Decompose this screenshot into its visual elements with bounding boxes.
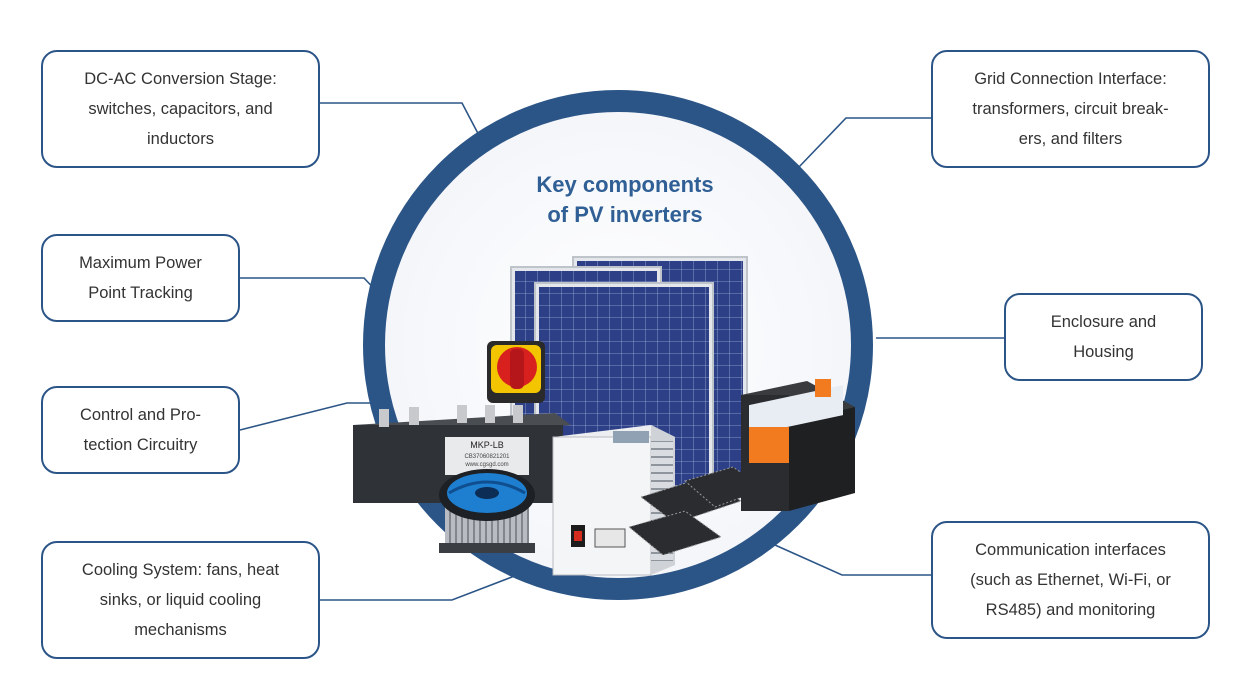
component-enclosure-housing: Enclosure and Housing [1004, 293, 1203, 381]
grid-line-1: Grid Connection Interface: [974, 70, 1167, 88]
component-mppt: Maximum Power Point Tracking [41, 234, 240, 322]
dc-ac-line-2: switches, capacitors, and [88, 100, 273, 118]
capacitor-model-label: MKP-LB [470, 440, 504, 450]
mppt-line-2: Point Tracking [88, 284, 193, 302]
dc-ac-line-3: inductors [147, 130, 214, 148]
transformer [741, 379, 855, 511]
mppt-line-1: Maximum Power [79, 254, 202, 272]
capacitor-code-label: CB37060821201 [464, 454, 510, 460]
component-communication-interfaces: Communication interfaces (such as Ethern… [931, 521, 1210, 639]
isolator-switch [487, 341, 545, 403]
communication-line-2: (such as Ethernet, Wi-Fi, or [970, 571, 1171, 589]
enclosure-line-1: Enclosure and [1050, 313, 1157, 331]
component-grid-connection: Grid Connection Interface: transformers,… [931, 50, 1210, 168]
title-line-1: Key components [536, 172, 714, 197]
capacitor-site-label: www.cgsgd.com [464, 462, 508, 468]
grid-line-2: transformers, circuit break- [972, 100, 1169, 118]
component-cooling-system: Cooling System: fans, heat sinks, or liq… [41, 541, 320, 659]
communication-line-1: Communication interfaces [975, 541, 1166, 559]
cooling-line-2: sinks, or liquid cooling [99, 591, 262, 609]
control-line-2: tection Circuitry [83, 436, 198, 454]
cooling-fan [439, 469, 535, 553]
components-illustration: MKP-LB CB37060821201 www.cgsgd.com [353, 256, 855, 576]
dc-ac-line-1: DC-AC Conversion Stage: [84, 70, 277, 88]
title-line-2: of PV inverters [547, 202, 703, 227]
connector-control [239, 402, 373, 431]
diagram-title: Key components of PV inverters [470, 170, 780, 230]
communication-line-3: RS485) and monitoring [985, 601, 1156, 619]
connector-grid [797, 117, 932, 169]
cooling-line-3: mechanisms [134, 621, 227, 639]
component-dc-ac-conversion: DC-AC Conversion Stage: switches, capaci… [41, 50, 320, 168]
enclosure-line-2: Housing [1073, 343, 1134, 361]
component-control-protection: Control and Pro- tection Circuitry [41, 386, 240, 474]
grid-line-3: ers, and filters [1018, 130, 1123, 148]
cooling-line-1: Cooling System: fans, heat [81, 561, 280, 579]
connector-dc-ac [320, 102, 484, 144]
control-line-1: Control and Pro- [79, 406, 202, 424]
connector-communication [774, 544, 932, 576]
connector-cooling [320, 571, 526, 601]
